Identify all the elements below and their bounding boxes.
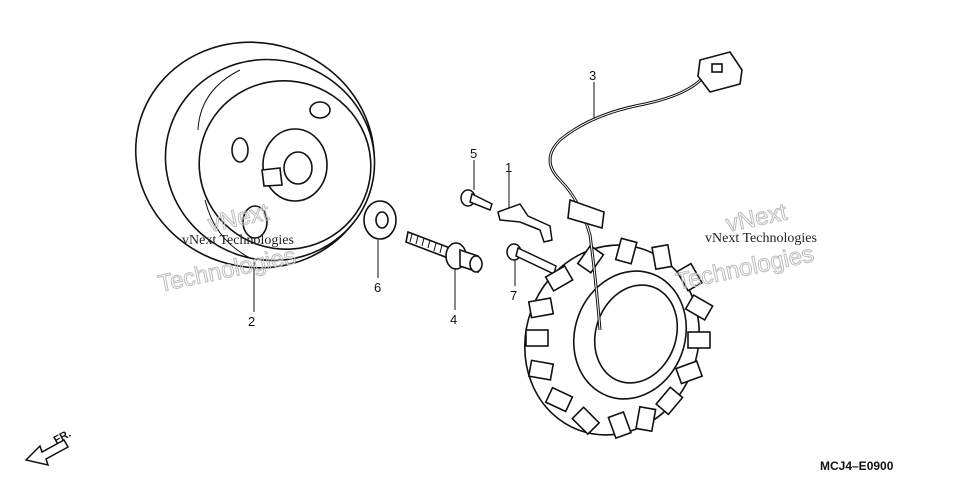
arrow-icon <box>24 438 70 467</box>
callout-3: 3 <box>589 68 596 83</box>
callout-5: 5 <box>470 146 477 161</box>
watermark-big-word-2: Technologies <box>674 240 817 296</box>
front-label: FR. <box>52 428 73 447</box>
diagram-code: MCJ4–E0900 <box>820 459 894 473</box>
small-bolt-part <box>460 189 493 211</box>
watermark-text: vNext Technologies <box>182 233 294 248</box>
bolt-part <box>405 230 483 274</box>
callout-7: 7 <box>510 288 517 303</box>
watermark-right: vNext Technologies vNext Technologies <box>673 198 817 296</box>
front-direction-arrow: FR. <box>24 428 73 467</box>
stator-part <box>523 51 743 440</box>
watermark-text: vNext Technologies <box>705 231 817 246</box>
clamp-part <box>497 203 553 243</box>
callout-1: 1 <box>505 160 512 175</box>
callout-6: 6 <box>374 280 381 295</box>
stud-bolt-part <box>506 243 557 276</box>
washer-part <box>363 200 397 240</box>
flywheel-part <box>134 41 376 269</box>
callout-2: 2 <box>248 314 255 329</box>
callout-4: 4 <box>450 312 457 327</box>
